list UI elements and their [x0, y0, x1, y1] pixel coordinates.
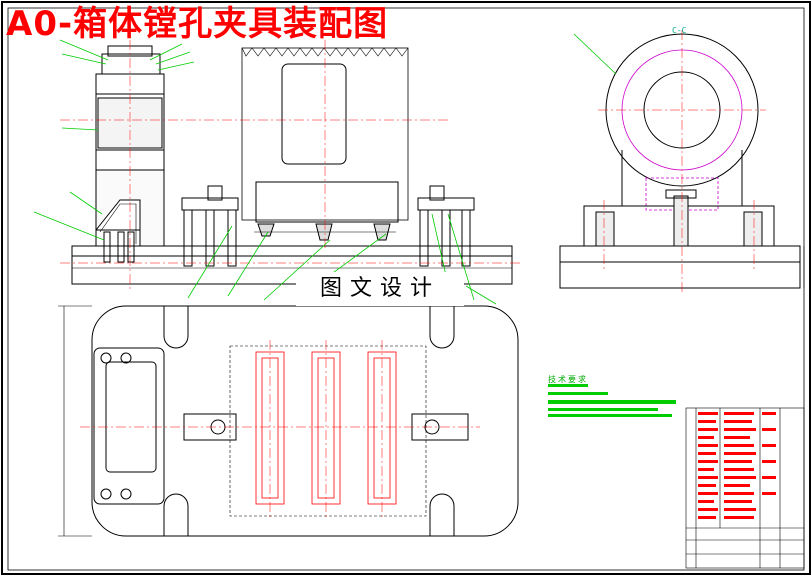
- watermark: 图文设计: [296, 272, 464, 306]
- parts-list: [685, 407, 805, 569]
- front-view: [71, 45, 513, 285]
- tech-requirements-title: 技术要求: [548, 375, 588, 384]
- section-base: [559, 245, 801, 289]
- section-view: [559, 33, 801, 289]
- drawing-title: A0-箱体镗孔夹具装配图: [6, 4, 389, 44]
- drawing-inner-frame: [7, 7, 805, 571]
- top-view: [91, 305, 519, 537]
- support-bracket: [95, 169, 165, 247]
- right-clamp: [417, 197, 475, 211]
- tech-requirements: [548, 384, 676, 417]
- top-base-plate: [91, 305, 519, 537]
- section-label: C-C: [672, 26, 687, 35]
